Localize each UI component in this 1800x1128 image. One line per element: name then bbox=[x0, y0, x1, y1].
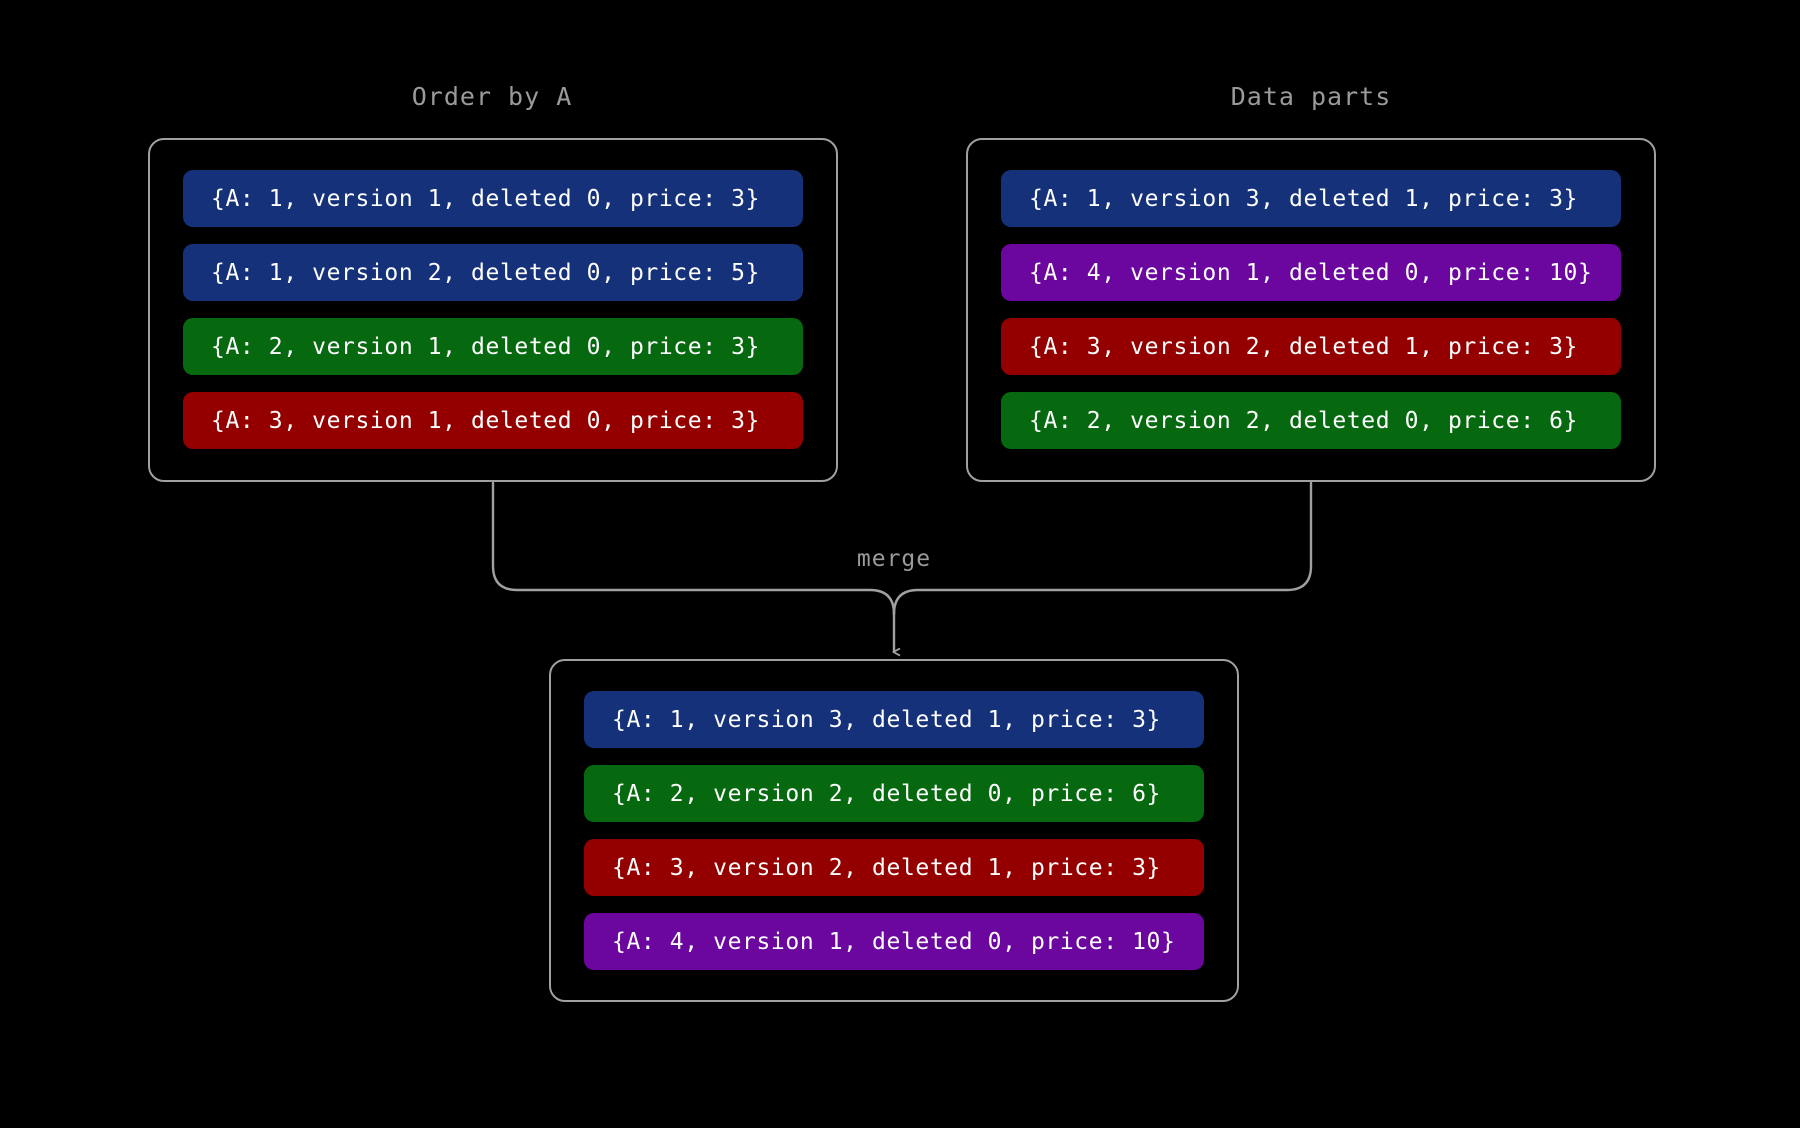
merge-label: merge bbox=[856, 546, 932, 572]
table-row: {A: 2, version 1, deleted 0, price: 3} bbox=[183, 318, 803, 375]
panel-title-order-by-a: Order by A bbox=[411, 82, 573, 111]
table-row: {A: 3, version 2, deleted 1, price: 3} bbox=[1001, 318, 1621, 375]
table-row: {A: 1, version 1, deleted 0, price: 3} bbox=[183, 170, 803, 227]
table-row: {A: 1, version 3, deleted 1, price: 3} bbox=[584, 691, 1204, 748]
table-row: {A: 1, version 2, deleted 0, price: 5} bbox=[183, 244, 803, 301]
table-row: {A: 3, version 2, deleted 1, price: 3} bbox=[584, 839, 1204, 896]
row-list-data-parts: {A: 1, version 3, deleted 1, price: 3} {… bbox=[968, 140, 1654, 479]
table-row: {A: 4, version 1, deleted 0, price: 10} bbox=[1001, 244, 1621, 301]
table-row: {A: 3, version 1, deleted 0, price: 3} bbox=[183, 392, 803, 449]
row-list-order-by-a: {A: 1, version 1, deleted 0, price: 3} {… bbox=[150, 140, 836, 479]
table-row: {A: 2, version 2, deleted 0, price: 6} bbox=[584, 765, 1204, 822]
panel-data-parts: {A: 1, version 3, deleted 1, price: 3} {… bbox=[966, 138, 1656, 482]
table-row: {A: 1, version 3, deleted 1, price: 3} bbox=[1001, 170, 1621, 227]
row-list-merged: {A: 1, version 3, deleted 1, price: 3} {… bbox=[551, 661, 1237, 1000]
panel-order-by-a: {A: 1, version 1, deleted 0, price: 3} {… bbox=[148, 138, 838, 482]
panel-merged-result: {A: 1, version 3, deleted 1, price: 3} {… bbox=[549, 659, 1239, 1002]
table-row: {A: 4, version 1, deleted 0, price: 10} bbox=[584, 913, 1204, 970]
panel-title-data-parts: Data parts bbox=[1230, 82, 1392, 111]
table-row: {A: 2, version 2, deleted 0, price: 6} bbox=[1001, 392, 1621, 449]
